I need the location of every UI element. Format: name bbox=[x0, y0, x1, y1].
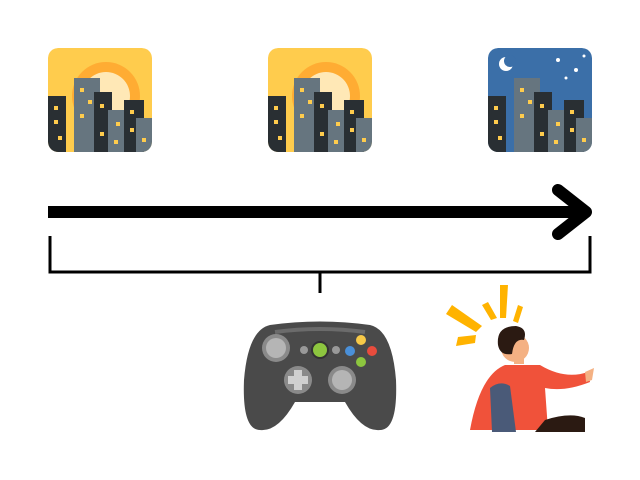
scene-night bbox=[488, 48, 592, 152]
startled-person-icon bbox=[446, 285, 594, 432]
sunrise-city-icon bbox=[48, 48, 152, 152]
sunrise-city-icon bbox=[268, 48, 372, 152]
game-controller-icon bbox=[243, 321, 397, 431]
scene-day-2 bbox=[268, 48, 372, 152]
night-city-icon bbox=[488, 48, 592, 152]
arrow-right-icon bbox=[48, 184, 592, 240]
scene-day-1 bbox=[48, 48, 152, 152]
timeline-bracket bbox=[48, 236, 592, 293]
alarm-lines-icon bbox=[446, 285, 523, 346]
